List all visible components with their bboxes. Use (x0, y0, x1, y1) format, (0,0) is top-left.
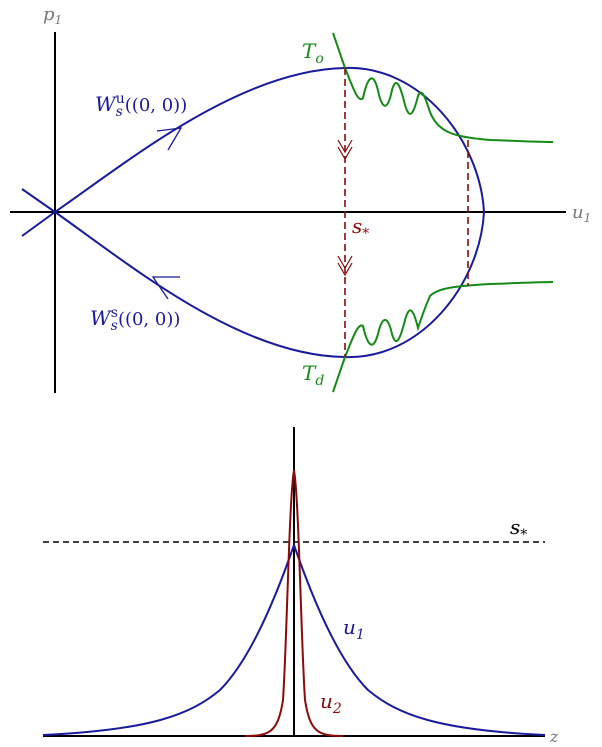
stable-arrow-icon (151, 276, 180, 300)
bottom-section-label: Td (302, 361, 324, 389)
u2-curve (244, 469, 344, 737)
threshold-label-bottom: s* (510, 515, 527, 543)
origin-tangent-line-2 (21, 211, 56, 237)
unstable-arrow-icon (156, 127, 183, 151)
p1-axis-label: p1 (43, 4, 62, 27)
top-section-curve (332, 32, 554, 143)
unstable-manifold-label: Wsu((0, 0)) (95, 91, 187, 120)
downward-chevron-icon-top (337, 139, 353, 161)
u2-label: u2 (320, 689, 342, 717)
phase-plane-diagram: p1 u1 Wsu((0, 0)) (10, 4, 591, 393)
top-section-label: To (302, 39, 324, 67)
u1-curve (42, 541, 546, 736)
stable-manifold-label: Wss((0, 0)) (90, 305, 180, 334)
u1-axis-label: u1 (572, 202, 591, 225)
bottom-section-curve (332, 281, 554, 393)
z-axis-label: z (549, 727, 559, 746)
u1-label: u1 (343, 615, 365, 643)
stable-manifold-curve (54, 211, 485, 359)
threshold-label-top: s* (352, 214, 369, 242)
profile-plot: z s* u1 u2 (42, 427, 559, 746)
origin-tangent-line (21, 188, 56, 213)
downward-chevron-icon-bottom (337, 255, 353, 277)
unstable-manifold-curve (54, 66, 485, 213)
